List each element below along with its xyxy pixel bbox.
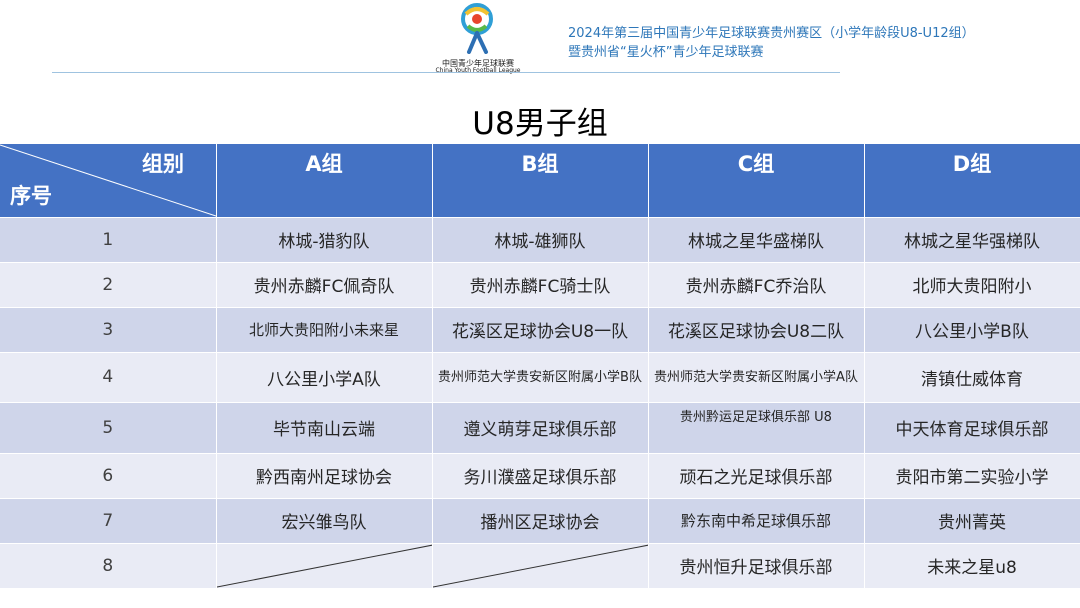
team-cell: 花溪区足球协会U8一队 — [432, 306, 649, 352]
table-row: 1 林城-猎豹队 林城-雄狮队 林城之星华盛梯队 林城之星华强梯队 — [0, 216, 1080, 262]
team-cell: 黔东南中希足球俱乐部 — [648, 497, 865, 543]
logo-text-en: China Youth Football League — [435, 67, 521, 74]
empty-slot-cell — [432, 542, 649, 588]
group-header-c: C组 — [648, 144, 865, 217]
table-row: 6 黔西南州足球协会 务川濮盛足球俱乐部 顽石之光足球俱乐部 贵阳市第二实验小学 — [0, 452, 1080, 498]
corner-col-label: 组别 — [142, 152, 184, 176]
empty-slot-diagonal — [432, 544, 647, 587]
team-cell: 北师大贵阳附小 — [864, 261, 1080, 307]
row-number: 5 — [0, 401, 217, 453]
row-number: 6 — [0, 452, 217, 498]
team-cell: 黔西南州足球协会 — [216, 452, 433, 498]
corner-header-cell: 组别 序号 — [0, 144, 217, 217]
team-cell: 务川濮盛足球俱乐部 — [432, 452, 649, 498]
row-number: 1 — [0, 216, 217, 262]
page-title: U8男子组 — [472, 106, 608, 142]
row-number: 8 — [0, 542, 217, 588]
team-cell: 毕节南山云端 — [216, 401, 433, 453]
team-cell: 顽石之光足球俱乐部 — [648, 452, 865, 498]
team-cell: 宏兴雏鸟队 — [216, 497, 433, 543]
group-header-a: A组 — [216, 144, 433, 217]
team-cell: 贵州赤麟FC佩奇队 — [216, 261, 433, 307]
team-cell: 林城-雄狮队 — [432, 216, 649, 262]
logo-text-cn: 中国青少年足球联赛 — [442, 59, 514, 68]
team-cell: 播州区足球协会 — [432, 497, 649, 543]
event-title-line-2: 暨贵州省“星火杯”青少年足球联赛 — [568, 45, 764, 60]
cyfl-swirl-logo-icon — [461, 3, 493, 54]
team-cell: 贵阳市第二实验小学 — [864, 452, 1080, 498]
empty-slot-cell — [216, 542, 433, 588]
event-title: 2024年第三届中国青少年足球联赛贵州赛区（小学年龄段U8-U12组） 暨贵州省… — [568, 24, 975, 62]
table-row: 5 毕节南山云端 遵义萌芽足球俱乐部 贵州黔运足足球俱乐部 U8 中天体育足球俱… — [0, 401, 1080, 453]
team-cell: 遵义萌芽足球俱乐部 — [432, 401, 649, 453]
team-cell: 贵州菁英 — [864, 497, 1080, 543]
table-row: 7 宏兴雏鸟队 播州区足球协会 黔东南中希足球俱乐部 贵州菁英 — [0, 497, 1080, 543]
group-header-d: D组 — [864, 144, 1080, 217]
event-title-line-1: 2024年第三届中国青少年足球联赛贵州赛区（小学年龄段U8-U12组） — [568, 26, 975, 41]
header-divider — [52, 72, 840, 73]
team-cell: 林城之星华强梯队 — [864, 216, 1080, 262]
team-cell: 花溪区足球协会U8二队 — [648, 306, 865, 352]
header-row: 组别 序号 A组 B组 C组 D组 — [0, 144, 1080, 217]
row-number: 7 — [0, 497, 217, 543]
group-header-b: B组 — [432, 144, 649, 217]
team-cell: 清镇仕威体育 — [864, 351, 1080, 402]
team-cell: 北师大贵阳附小未来星 — [216, 306, 433, 352]
team-cell: 八公里小学B队 — [864, 306, 1080, 352]
team-cell: 八公里小学A队 — [216, 351, 433, 402]
team-cell: 林城之星华盛梯队 — [648, 216, 865, 262]
team-cell: 贵州恒升足球俱乐部 — [648, 542, 865, 588]
table-row: 2 贵州赤麟FC佩奇队 贵州赤麟FC骑士队 贵州赤麟FC乔治队 北师大贵阳附小 — [0, 261, 1080, 307]
team-cell: 贵州赤麟FC乔治队 — [648, 261, 865, 307]
team-cell: 贵州师范大学贵安新区附属小学B队 — [432, 351, 649, 402]
league-logo: 中国青少年足球联赛 China Youth Football League — [432, 2, 524, 74]
corner-row-label: 序号 — [10, 184, 52, 208]
team-cell: 未来之星u8 — [864, 542, 1080, 588]
table-row: 4 八公里小学A队 贵州师范大学贵安新区附属小学B队 贵州师范大学贵安新区附属小… — [0, 351, 1080, 402]
row-number: 4 — [0, 351, 217, 402]
table-row: 8 贵州恒升足球俱乐部 未来之星u8 — [0, 542, 1080, 588]
team-cell: 林城-猎豹队 — [216, 216, 433, 262]
row-number: 2 — [0, 261, 217, 307]
team-cell: 贵州黔运足足球俱乐部 U8 — [648, 401, 865, 453]
grouping-table: 组别 序号 A组 B组 C组 D组 1 林城-猎豹队 林城-雄狮队 林城之星华盛… — [0, 144, 1080, 588]
team-cell: 中天体育足球俱乐部 — [864, 401, 1080, 453]
empty-slot-diagonal — [216, 544, 431, 587]
row-number: 3 — [0, 306, 217, 352]
team-cell: 贵州师范大学贵安新区附属小学A队 — [648, 351, 865, 402]
team-cell: 贵州赤麟FC骑士队 — [432, 261, 649, 307]
corner-diagonal — [0, 144, 215, 217]
table-row: 3 北师大贵阳附小未来星 花溪区足球协会U8一队 花溪区足球协会U8二队 八公里… — [0, 306, 1080, 352]
